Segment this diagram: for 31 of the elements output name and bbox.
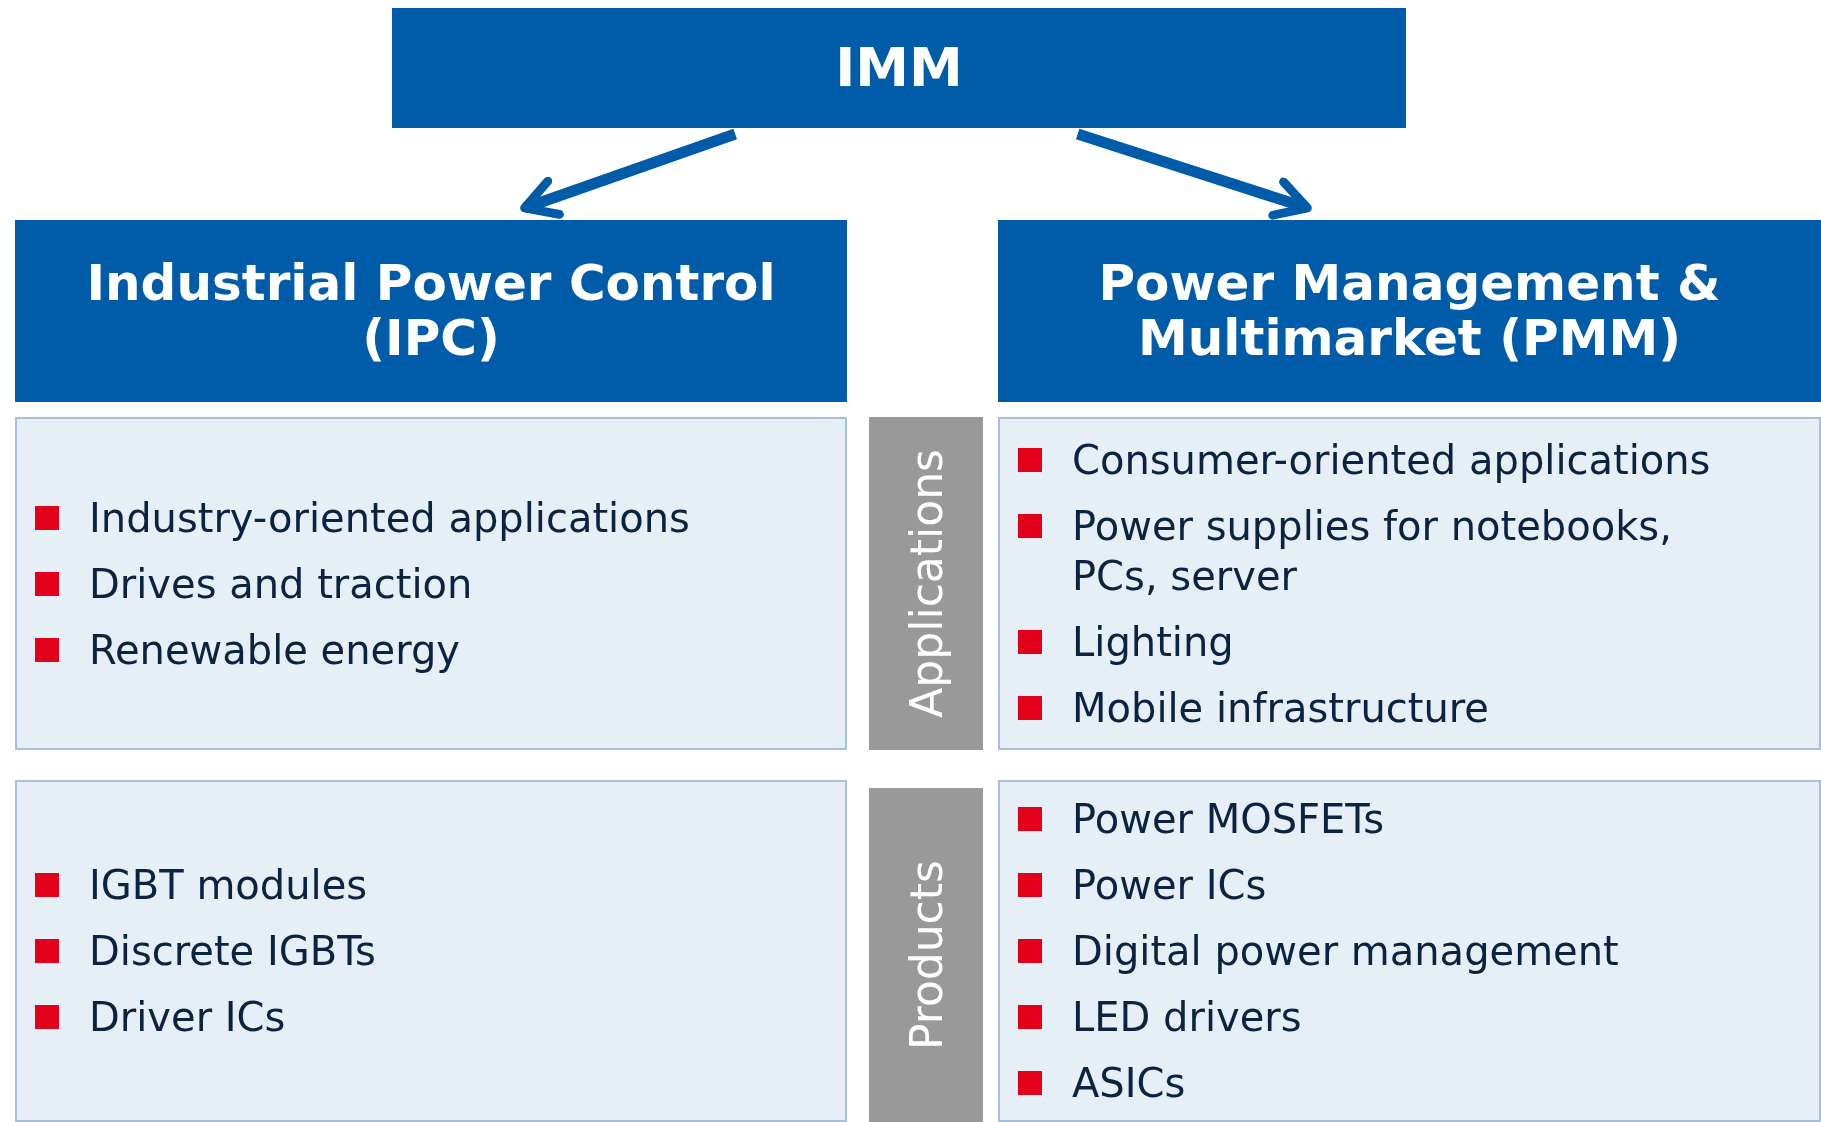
segment-header (998, 220, 1821, 402)
list-item: Driver ICs (89, 993, 286, 1042)
list-item: Digital power management (1072, 927, 1619, 976)
list-item: Power supplies for notebooks, PCs, server (1072, 501, 1673, 601)
side-label-text: Products (900, 860, 952, 1050)
list-item: LED drivers (1072, 993, 1302, 1042)
list-item: Industry-oriented applications (89, 493, 690, 543)
segment-header (15, 220, 847, 402)
header-text: IMM (835, 38, 963, 98)
header-text: Industrial Power Control (IPC) (85, 256, 777, 366)
list-item: Power ICs (1072, 861, 1267, 910)
side-label-text: Applications (900, 449, 952, 718)
row-label (869, 788, 983, 1122)
list-item: IGBT modules (89, 861, 368, 910)
arrow (520, 128, 738, 219)
row-label (869, 417, 983, 750)
list-item: ASICs (1072, 1059, 1186, 1108)
list-panel (15, 780, 847, 1122)
list-item: Consumer-oriented applications (1072, 435, 1711, 485)
list-item: Lighting (1072, 617, 1234, 667)
list-item: Drives and traction (89, 559, 473, 609)
list-panel (15, 417, 847, 750)
list-item: Renewable energy (89, 625, 460, 675)
arrow (1076, 128, 1312, 220)
list-item: Power MOSFETs (1072, 795, 1384, 844)
header-text: Power Management & Multimarket (PMM) (1097, 256, 1722, 366)
title-box (392, 8, 1406, 128)
list-panel (998, 417, 1821, 750)
list-item: Discrete IGBTs (89, 927, 376, 976)
list-panel (998, 780, 1821, 1122)
list-item: Mobile infrastructure (1072, 683, 1489, 733)
